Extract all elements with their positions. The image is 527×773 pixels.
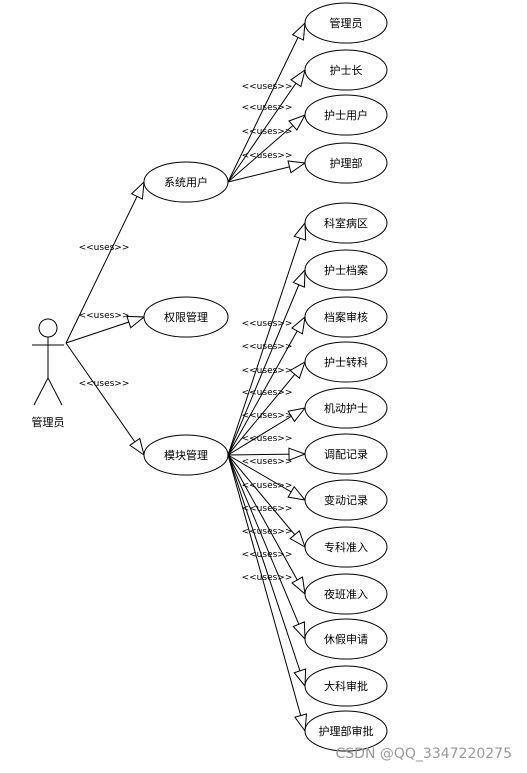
use-case-3-5-label: 机动护士 — [324, 401, 368, 415]
use-case-3-2-label: 护士档案 — [324, 263, 368, 277]
use-case-1-4-label: 护理部 — [330, 156, 363, 170]
uses-label-3-4: <<uses>> — [242, 388, 293, 398]
use-case-3-3-label: 档案审核 — [324, 310, 368, 324]
watermark: CSDN @QQ_3347220275 — [336, 746, 512, 762]
use-case-3-8-label: 专科准入 — [324, 540, 368, 554]
association-lines — [65, 21, 308, 733]
use-case-1-3: 护士用户 — [304, 94, 388, 136]
use-case-3-2: 护士档案 — [304, 249, 388, 291]
actor: 管理员 — [32, 318, 65, 429]
use-case-level1-3: 模块管理 — [143, 434, 229, 476]
link-3-12 — [227, 454, 308, 733]
uses-label-actor-2: <<uses>> — [79, 311, 130, 321]
uses-label-3-3: <<uses>> — [242, 366, 293, 376]
link-1-1 — [227, 21, 306, 183]
actor-right-leg — [47, 377, 63, 406]
link-3-1 — [227, 221, 307, 456]
link-3-4 — [227, 360, 306, 456]
uses-label-3-7: <<uses>> — [242, 457, 293, 467]
use-case-3-11: 大科审批 — [304, 665, 388, 707]
use-case-1-2: 护士长 — [304, 49, 388, 91]
use-case-level1-1: 系统用户 — [143, 161, 229, 203]
uses-label-actor-3: <<uses>> — [79, 379, 130, 389]
uses-label-3-8: <<uses>> — [242, 481, 293, 491]
use-case-3-9: 夜班准入 — [304, 573, 388, 615]
uses-label-3-11: <<uses>> — [242, 550, 293, 560]
use-case-3-9-label: 夜班准入 — [324, 587, 368, 601]
uses-labels: <<uses>> <<uses>> <<uses>> <<uses>> <<uses>>… — [79, 82, 293, 583]
link-1-4 — [227, 160, 307, 183]
use-case-1-2-label: 护士长 — [330, 63, 363, 77]
use-case-3-10: 休假申请 — [304, 618, 388, 660]
uses-label-1-3: <<uses>> — [242, 127, 293, 137]
uses-label-3-9: <<uses>> — [242, 504, 293, 514]
use-case-level1-1-label: 系统用户 — [164, 175, 208, 189]
use-case-1-1: 管理员 — [304, 2, 388, 44]
use-case-1-3-label: 护士用户 — [324, 108, 368, 122]
actor-name: 管理员 — [32, 415, 65, 429]
link-3-3 — [227, 315, 306, 456]
use-case-3-3: 档案审核 — [304, 296, 388, 338]
link-3-9 — [227, 454, 306, 596]
uses-label-3-1: <<uses>> — [242, 319, 293, 329]
use-case-level1-3-label: 模块管理 — [164, 448, 208, 462]
uses-label-actor-1: <<uses>> — [79, 243, 130, 253]
use-case-3-10-label: 休假申请 — [324, 632, 368, 646]
actor-left-leg — [33, 377, 49, 406]
use-case-3-1-label: 科室病区 — [324, 216, 368, 230]
link-3-11 — [227, 454, 307, 688]
link-3-5 — [227, 407, 307, 456]
link-3-10 — [227, 454, 306, 641]
uses-label-3-12: <<uses>> — [242, 573, 293, 583]
use-case-3-1: 科室病区 — [304, 202, 388, 244]
use-case-3-4: 护士转科 — [304, 341, 388, 383]
use-case-level1-2-label: 权限管理 — [164, 310, 208, 324]
link-3-6 — [227, 447, 307, 461]
uses-label-1-1: <<uses>> — [242, 82, 293, 92]
link-actor-to-2 — [65, 315, 146, 344]
use-case-3-11-label: 大科审批 — [324, 679, 368, 693]
uses-label-3-10: <<uses>> — [242, 527, 293, 537]
use-case-3-12: 护理部审批 — [304, 710, 388, 752]
use-case-1-4: 护理部 — [304, 142, 388, 184]
link-3-7 — [227, 454, 307, 501]
link-3-2 — [227, 268, 306, 456]
use-case-1-1-label: 管理员 — [330, 16, 363, 30]
use-case-3-8: 专科准入 — [304, 526, 388, 568]
link-1-2 — [227, 68, 306, 183]
use-case-3-6-label: 调配记录 — [324, 448, 368, 461]
link-actor-to-1 — [65, 180, 145, 344]
uses-label-3-6: <<uses>> — [242, 434, 293, 444]
use-case-3-5: 机动护士 — [304, 387, 388, 429]
use-case-3-12-label: 护理部审批 — [319, 724, 374, 738]
uses-label-3-2: <<uses>> — [242, 342, 293, 352]
uses-label-1-4: <<uses>> — [242, 151, 293, 161]
actor-head — [38, 318, 58, 338]
use-case-3-7-label: 变动记录 — [324, 493, 368, 507]
use-case-3-7: 变动记录 — [304, 479, 388, 521]
use-case-3-6: 调配记录 — [304, 433, 388, 475]
use-case-3-4-label: 护士转科 — [324, 355, 368, 369]
link-3-8 — [227, 454, 306, 549]
uses-label-3-5: <<uses>> — [242, 411, 293, 421]
link-1-3 — [227, 114, 307, 183]
use-case-level1-2: 权限管理 — [143, 296, 229, 338]
link-actor-to-3 — [65, 342, 145, 457]
uses-label-1-2: <<uses>> — [242, 103, 293, 113]
